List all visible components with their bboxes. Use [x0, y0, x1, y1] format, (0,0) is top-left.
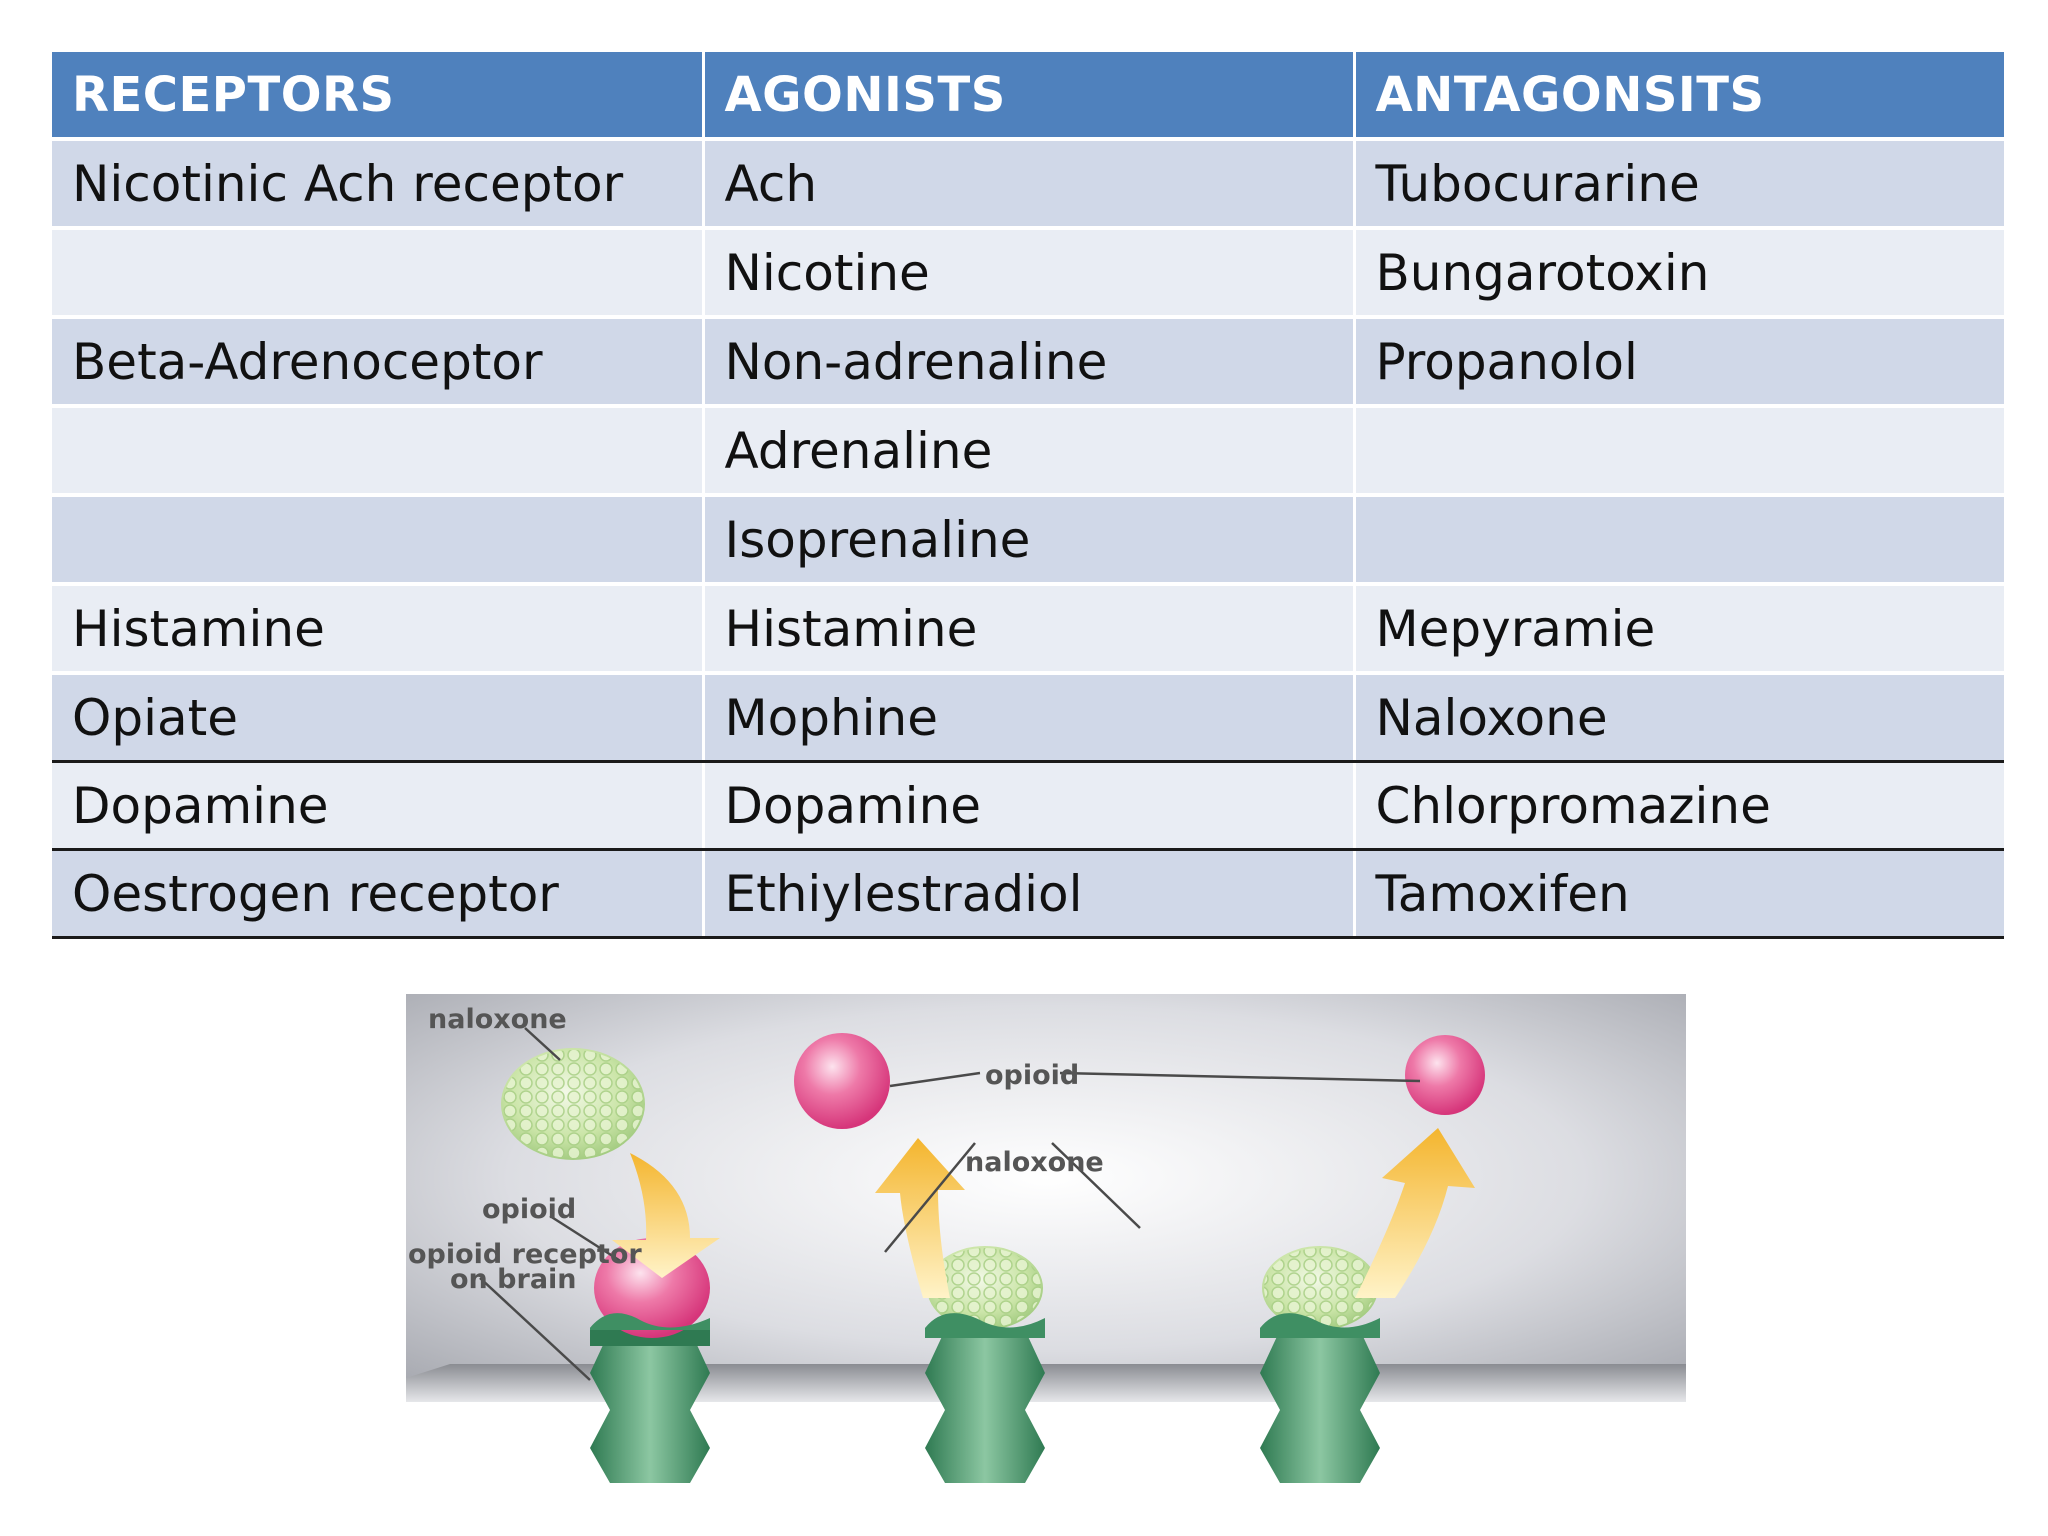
leader-lines: [479, 1027, 1421, 1381]
label-opioid-left: opioid: [482, 1194, 576, 1225]
header-antagonists: ANTAGONSITS: [1354, 52, 2004, 141]
cell-agonist: Adrenaline: [703, 406, 1356, 497]
cell-receptor: [52, 228, 705, 319]
table-row: Nicotine Bungarotoxin: [52, 228, 2004, 319]
cell-agonist: Mophine: [703, 673, 1356, 763]
arrow-down-icon: [612, 1153, 720, 1278]
label-opioid-receptor-line2: on brain: [450, 1264, 577, 1295]
table-row: Adrenaline: [52, 406, 2004, 497]
cell-antagonist: [1354, 406, 2004, 497]
table-header-row: RECEPTORS AGONISTS ANTAGONSITS: [52, 52, 2004, 141]
arrow-up-icon: [1355, 1128, 1475, 1298]
label-opioid-receptor-line1: opioid receptor: [408, 1239, 642, 1270]
receptor-drug-table: RECEPTORS AGONISTS ANTAGONSITS Nicotinic…: [52, 52, 2004, 939]
cell-receptor: [52, 495, 705, 586]
cell-agonist: Isoprenaline: [703, 495, 1356, 586]
cell-agonist: Nicotine: [703, 228, 1356, 319]
cell-antagonist: [1354, 495, 2004, 586]
label-naloxone-top-left: naloxone: [428, 1004, 567, 1035]
cell-agonist: Ethiylestradiol: [703, 849, 1356, 939]
cell-receptor: Histamine: [52, 584, 705, 675]
cell-antagonist: Chlorpromazine: [1354, 761, 2004, 851]
cell-receptor: Nicotinic Ach receptor: [52, 139, 705, 230]
table-row: Isoprenaline: [52, 495, 2004, 586]
table-row: Opiate Mophine Naloxone: [52, 673, 2004, 763]
cell-receptor: [52, 406, 705, 497]
cell-antagonist: Tamoxifen: [1354, 849, 2004, 939]
cell-agonist: Histamine: [703, 584, 1356, 675]
opioid-receptor-middle: [925, 1330, 1045, 1483]
cell-receptor: Oestrogen receptor: [52, 849, 705, 939]
opioid-ball-right: [1405, 1035, 1485, 1115]
arrow-up-icon: [875, 1138, 965, 1298]
opioid-receptor-right: [1260, 1330, 1380, 1483]
opioid-ball-middle: [794, 1033, 890, 1129]
table-row: Oestrogen receptor Ethiylestradiol Tamox…: [52, 849, 2004, 939]
header-agonists: AGONISTS: [703, 52, 1356, 141]
label-naloxone-middle: naloxone: [965, 1147, 1104, 1178]
table-row: Beta-Adrenoceptor Non-adrenaline Propano…: [52, 317, 2004, 408]
cell-agonist: Non-adrenaline: [703, 317, 1356, 408]
opioid-receptor-left: [590, 1316, 710, 1483]
cell-antagonist: Propanolol: [1354, 317, 2004, 408]
cell-receptor: Beta-Adrenoceptor: [52, 317, 705, 408]
table-row: Nicotinic Ach receptor Ach Tubocurarine: [52, 139, 2004, 230]
cell-antagonist: Naloxone: [1354, 673, 2004, 763]
opioid-naloxone-illustration: naloxone opioid opioid receptor on brain…: [390, 978, 1690, 1528]
cell-antagonist: Mepyramie: [1354, 584, 2004, 675]
cell-receptor: Dopamine: [52, 761, 705, 851]
cell-antagonist: Tubocurarine: [1354, 139, 2004, 230]
table-row: Dopamine Dopamine Chlorpromazine: [52, 761, 2004, 851]
table-row: Histamine Histamine Mepyramie: [52, 584, 2004, 675]
cell-receptor: Opiate: [52, 673, 705, 763]
cell-antagonist: Bungarotoxin: [1354, 228, 2004, 319]
cell-agonist: Dopamine: [703, 761, 1356, 851]
header-receptors: RECEPTORS: [52, 52, 705, 141]
cell-agonist: Ach: [703, 139, 1356, 230]
label-opioid-top: opioid: [985, 1060, 1079, 1091]
